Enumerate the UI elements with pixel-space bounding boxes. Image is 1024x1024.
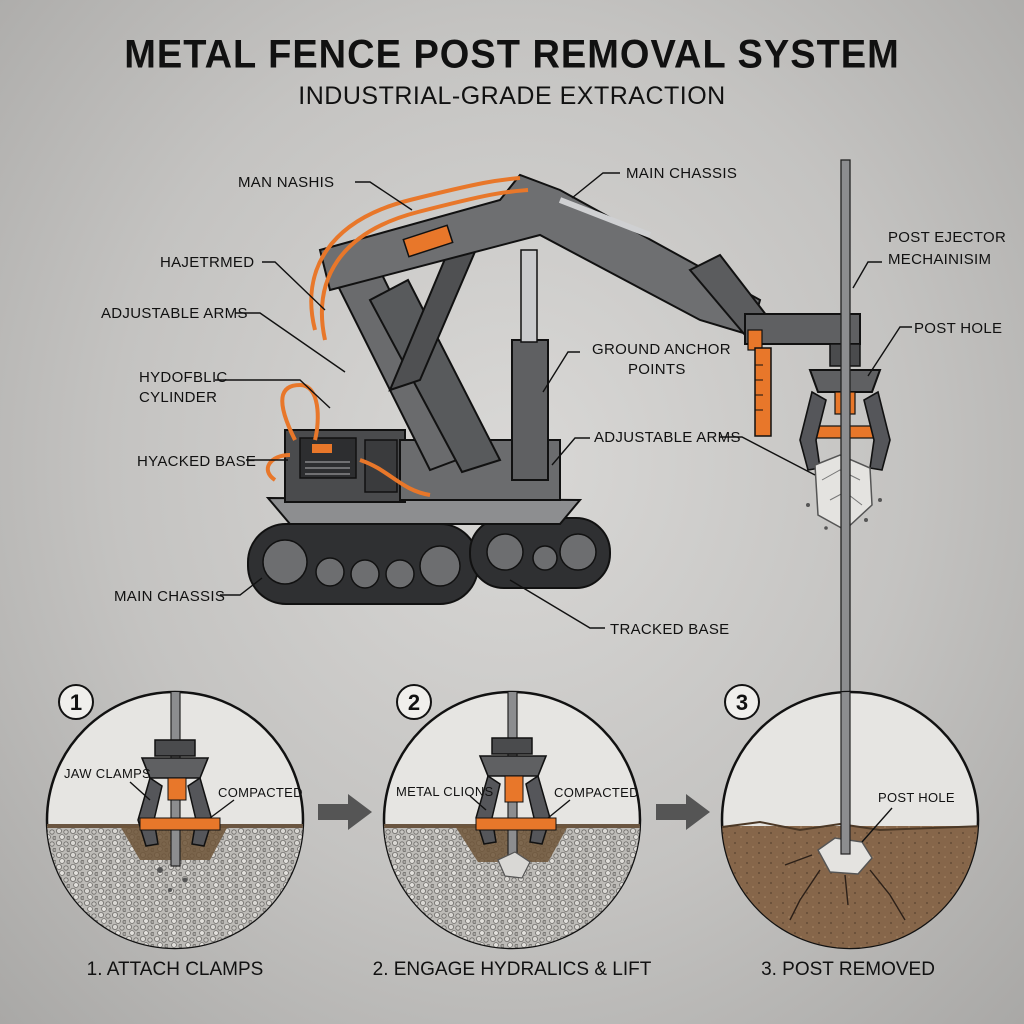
step-2-number: 2 (408, 690, 420, 715)
label-ground-anchor-line2: POINTS (628, 361, 686, 378)
page-title: METAL FENCE POST REMOVAL SYSTEM (124, 32, 900, 78)
page-subtitle: INDUSTRIAL-GRADE EXTRACTION (298, 82, 726, 110)
label-post-hole-top: POST HOLE (914, 320, 1002, 337)
label-ground-anchor-line1: GROUND ANCHOR (592, 341, 731, 358)
label-hydraulic-cylinder-line1: HYDOFBLIC (139, 369, 228, 386)
step-1-label-compacted: COMPACTED (218, 785, 303, 800)
arrow-right-icon (656, 794, 710, 830)
step-1-panel: 1 JAW CLAMPS COMPACTED (45, 684, 305, 950)
step-1-label-jaw-clamps: JAW CLAMPS (64, 766, 151, 781)
hydraulic-cylinder-vertical (511, 249, 549, 481)
step-3-label-post-hole: POST HOLE (878, 790, 955, 805)
label-main-chassis-top: MAIN CHASSIS (626, 165, 737, 182)
step-3-number: 3 (736, 690, 748, 715)
hydraulic-hoses (265, 176, 529, 497)
step-2-panel: 2 METAL CLIONS COMPACTED (382, 684, 642, 950)
label-man-nashis: MAN NASHIS (238, 174, 334, 191)
label-tracked-base: TRACKED BASE (610, 621, 729, 638)
label-hydraulic-cylinder-line2: CYLINDER (139, 389, 217, 406)
label-adjustable-arms-left: ADJUSTABLE ARMS (101, 305, 248, 322)
step-3-panel: 3 POST HOLE (720, 684, 980, 950)
label-adjustable-arms-right: ADJUSTABLE ARMS (594, 429, 741, 446)
arrow-right-icon (318, 794, 372, 830)
label-hajetrmed: HAJETRMED (160, 254, 254, 271)
step-2-label-compacted: COMPACTED (554, 785, 639, 800)
step-3-caption: 3. POST REMOVED (761, 959, 935, 980)
label-post-ejector-line1: POST EJECTOR (888, 229, 1006, 246)
step-1-caption: 1. ATTACH CLAMPS (87, 959, 264, 980)
boom-arms (318, 173, 861, 474)
leader-lines (215, 172, 912, 629)
step-1-number: 1 (70, 690, 82, 715)
step-2-caption: 2. ENGAGE HYDRALICS & LIFT (373, 959, 652, 980)
main-chassis (284, 429, 561, 503)
post-ejector-head (799, 343, 891, 531)
label-main-chassis-bottom: MAIN CHASSIS (114, 588, 225, 605)
tracked-base (247, 496, 611, 605)
label-hyacked-base: HYACKED BASE (137, 453, 256, 470)
step-2-label-metal-clions: METAL CLIONS (396, 784, 494, 799)
label-post-ejector-line2: MECHAINISIM (888, 251, 991, 268)
